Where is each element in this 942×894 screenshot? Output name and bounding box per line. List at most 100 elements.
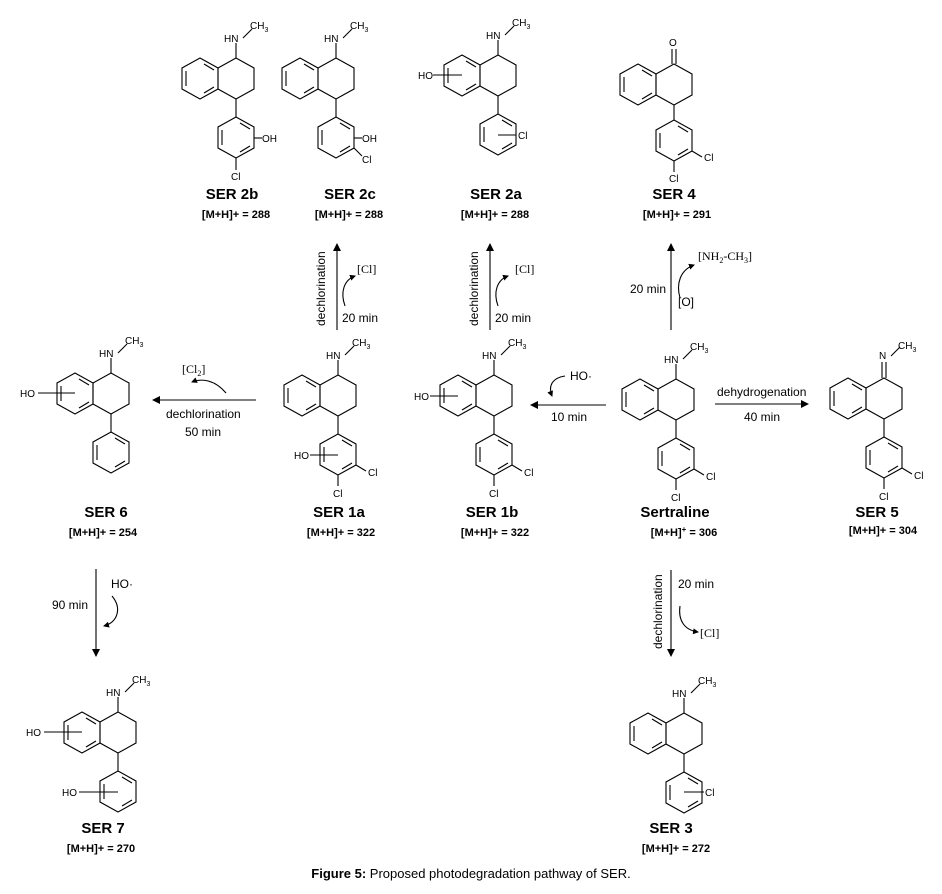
atom-label: CH3 xyxy=(690,342,708,355)
reagent-label: HO· xyxy=(570,369,592,383)
time-label: 50 min xyxy=(185,425,221,439)
reaction-label: dechlorination xyxy=(314,251,328,326)
structure-sertraline: HN CH3 Cl Cl xyxy=(621,342,715,504)
atom-label: OH xyxy=(262,134,277,145)
reaction-arrow-dehydrogenation: dehydrogenation 40 min xyxy=(715,385,809,424)
atom-label: HN xyxy=(664,355,678,366)
caption-text: Proposed photodegradation pathway of SER… xyxy=(366,866,631,881)
atom-label: CH3 xyxy=(512,18,530,31)
atom-label: Cl xyxy=(489,489,498,500)
atom-label: HN xyxy=(326,351,340,362)
atom-label: CH3 xyxy=(132,675,150,688)
atom-label: OH xyxy=(362,134,377,145)
compound-name: SER 2a xyxy=(470,186,522,203)
atom-label: HN xyxy=(672,689,686,700)
compound-mass: [M+H]+ = 288 xyxy=(202,209,270,221)
reaction-arrow-dechlorination-3: [Cl] 20 min dechlorination xyxy=(651,570,719,657)
compound-name: SER 1a xyxy=(313,504,365,521)
structure-ser3: HN CH3 Cl xyxy=(629,676,716,814)
time-label: 20 min xyxy=(630,282,666,296)
reaction-label: dechlorination xyxy=(651,574,665,649)
atom-label: HO xyxy=(414,392,429,403)
reaction-arrow-hydroxylation-1b: HO· 10 min xyxy=(530,369,606,424)
figure-caption: Figure 5: Proposed photodegradation path… xyxy=(0,866,942,881)
atom-label: CH3 xyxy=(352,338,370,351)
atom-label: HO xyxy=(20,389,35,400)
compound-mass: [M+H]+ = 304 xyxy=(849,525,918,537)
time-label: 10 min xyxy=(551,410,587,424)
compound-name: SER 3 xyxy=(649,820,692,837)
compound-name: SER 4 xyxy=(652,186,696,203)
atom-label: Cl xyxy=(671,493,680,504)
atom-label: CH3 xyxy=(250,21,268,34)
byproduct-label: [NH2-CH3] xyxy=(698,249,752,265)
byproduct-label: [Cl] xyxy=(700,626,719,640)
atom-label: HO xyxy=(62,788,77,799)
structure-ser1b: HO HN CH3 Cl Cl xyxy=(414,338,533,500)
atom-label: HN xyxy=(486,31,500,42)
reaction-arrow-dechlorination-2c: [Cl] 20 min dechlorination xyxy=(314,243,378,330)
compound-name: SER 6 xyxy=(84,504,127,521)
atom-label: Cl xyxy=(914,471,923,482)
time-label: 90 min xyxy=(52,598,88,612)
time-label: 40 min xyxy=(744,410,780,424)
atom-label: Cl xyxy=(518,131,527,142)
compound-mass: [M+H]+ = 288 xyxy=(315,209,383,221)
atom-label: HN xyxy=(482,351,496,362)
caption-label: Figure 5: xyxy=(311,866,367,881)
compound-mass: [M+H]+ = 306 xyxy=(651,525,717,539)
atom-label: HN xyxy=(99,349,113,360)
reaction-label: dechlorination xyxy=(166,407,241,421)
compound-mass: [M+H]+ = 272 xyxy=(642,843,710,855)
atom-label: Cl xyxy=(706,472,715,483)
byproduct-label: [Cl] xyxy=(515,262,534,276)
byproduct-label: [Cl] xyxy=(357,262,376,276)
reagent-label: [O] xyxy=(678,295,694,309)
atom-label: Cl xyxy=(524,468,533,479)
reaction-label: dehydrogenation xyxy=(717,385,806,399)
atom-label: CH3 xyxy=(350,21,368,34)
structure-ser1a: HN CH3 HO Cl Cl xyxy=(283,338,377,500)
reaction-arrow-dechlorination-6: [Cl2] dechlorination 50 min xyxy=(152,362,256,439)
atom-label: HN xyxy=(106,688,120,699)
atom-label: Cl xyxy=(362,155,371,166)
reaction-arrow-dechlorination-2a: [Cl] 20 min dechlorination xyxy=(467,243,534,330)
structure-ser5: N CH3 Cl Cl xyxy=(829,341,923,503)
reaction-label: dechlorination xyxy=(467,251,481,326)
time-label: 20 min xyxy=(678,577,714,591)
atom-label: Cl xyxy=(333,489,342,500)
compound-mass: [M+H]+ = 322 xyxy=(461,527,529,539)
time-label: 20 min xyxy=(495,311,531,325)
atom-label: HO xyxy=(294,451,309,462)
atom-label: CH3 xyxy=(898,341,916,354)
atom-label: O xyxy=(669,38,677,49)
compound-mass: [M+H]+ = 288 xyxy=(461,209,529,221)
structure-ser4: O Cl Cl xyxy=(619,38,713,185)
atom-label: Cl xyxy=(704,153,713,164)
compound-name: SER 7 xyxy=(81,820,124,837)
time-label: 20 min xyxy=(342,311,378,325)
compound-mass: [M+H]+ = 322 xyxy=(307,527,375,539)
byproduct-label: [Cl2] xyxy=(182,362,205,378)
structure-ser2c: HN CH3 OH Cl xyxy=(281,21,377,166)
compound-mass: [M+H]+ = 270 xyxy=(67,843,135,855)
atom-label: CH3 xyxy=(698,676,716,689)
atom-label: Cl xyxy=(231,172,240,183)
compound-mass: [M+H]+ = 291 xyxy=(643,209,711,221)
structure-ser6: HO HN CH3 xyxy=(20,336,143,474)
compound-name: SER 1b xyxy=(466,504,519,521)
reagent-label: HO· xyxy=(111,577,133,591)
atom-label: HO xyxy=(418,71,433,82)
structure-ser7: HO HN CH3 HO xyxy=(26,675,150,813)
structure-ser2b: HN CH3 OH Cl xyxy=(181,21,277,183)
atom-label: Cl xyxy=(368,468,377,479)
atom-label: HO xyxy=(26,728,41,739)
atom-label: CH3 xyxy=(508,338,526,351)
compound-name: Sertraline xyxy=(640,504,709,521)
atom-label: HN xyxy=(224,34,238,45)
compound-name: SER 2b xyxy=(206,186,259,203)
atom-label: CH3 xyxy=(125,336,143,349)
structure-ser2a: HO HN CH3 Cl xyxy=(418,18,530,156)
atom-label: N xyxy=(879,351,886,362)
